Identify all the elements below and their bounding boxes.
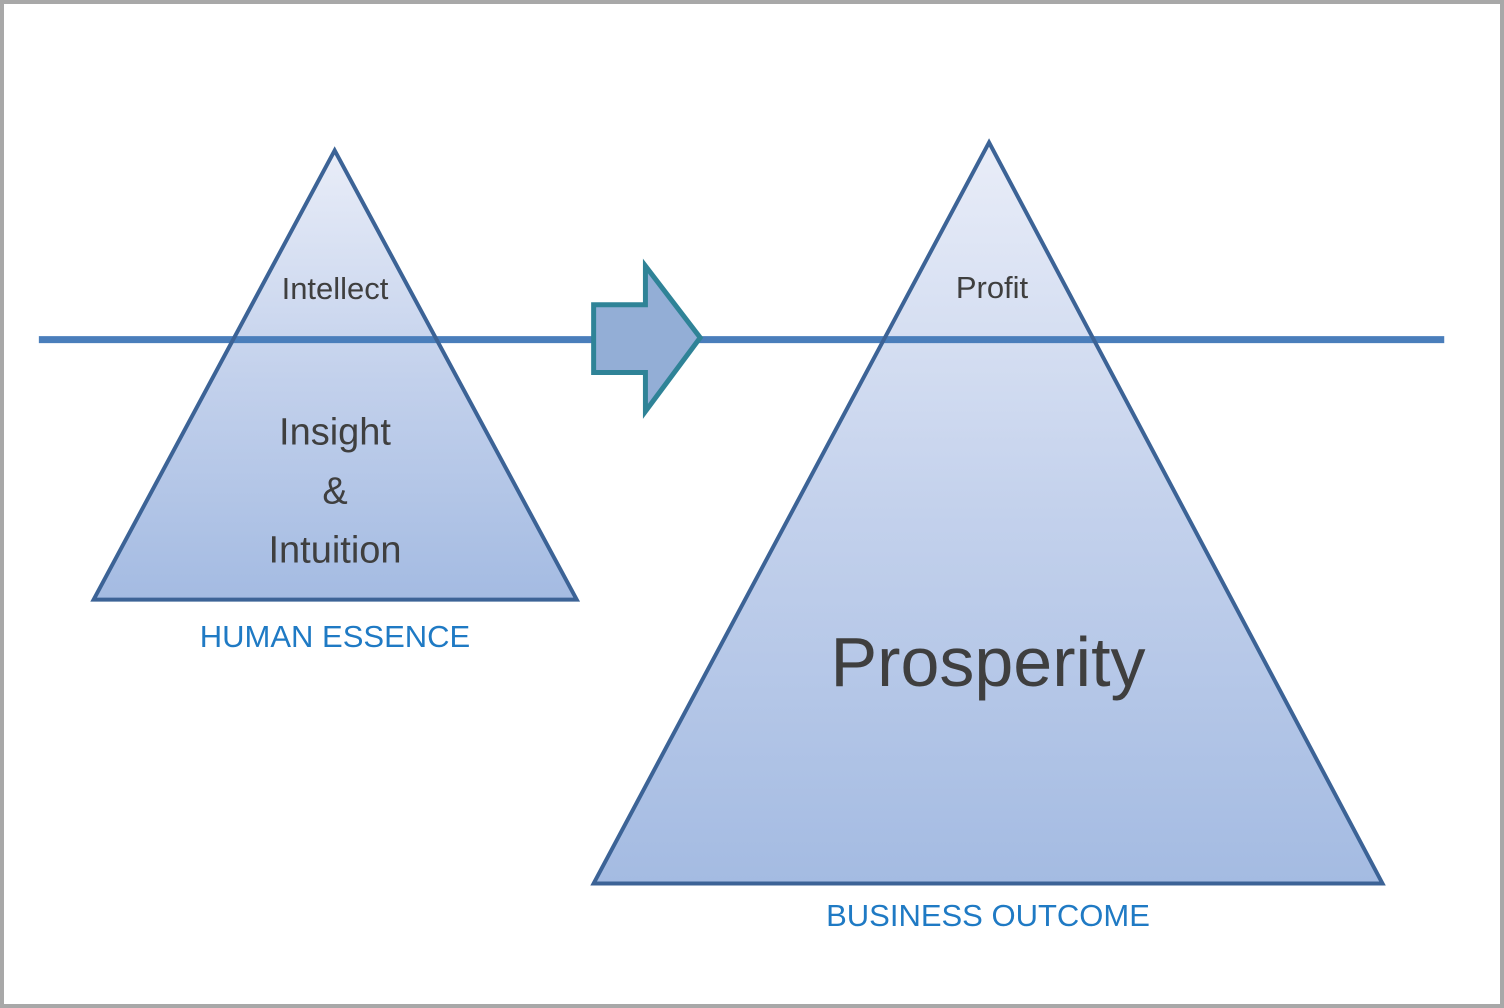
left-pyramid-body-line-1: Insight (279, 411, 391, 454)
human-essence-pyramid-outline (90, 146, 581, 602)
business-outcome-pyramid (593, 142, 1383, 884)
left-pyramid-body-line-3: Intuition (268, 529, 402, 572)
right-pyramid-tip-label: Profit (955, 270, 1029, 306)
right-pyramid-body-label: Prosperity (830, 622, 1146, 701)
right-arrow-icon (591, 258, 704, 419)
left-pyramid-caption: HUMAN ESSENCE (199, 619, 471, 655)
left-pyramid-tip-label: Intellect (281, 271, 389, 307)
diagram-shapes (38, 138, 1445, 886)
human-essence-pyramid (93, 150, 577, 600)
right-pyramid-caption: BUSINESS OUTCOME (826, 898, 1150, 934)
business-outcome-pyramid-outline (590, 138, 1386, 886)
left-pyramid-body-line-2: & (322, 470, 348, 513)
left-pyramid-body-label: Insight & Intuition (268, 404, 401, 581)
